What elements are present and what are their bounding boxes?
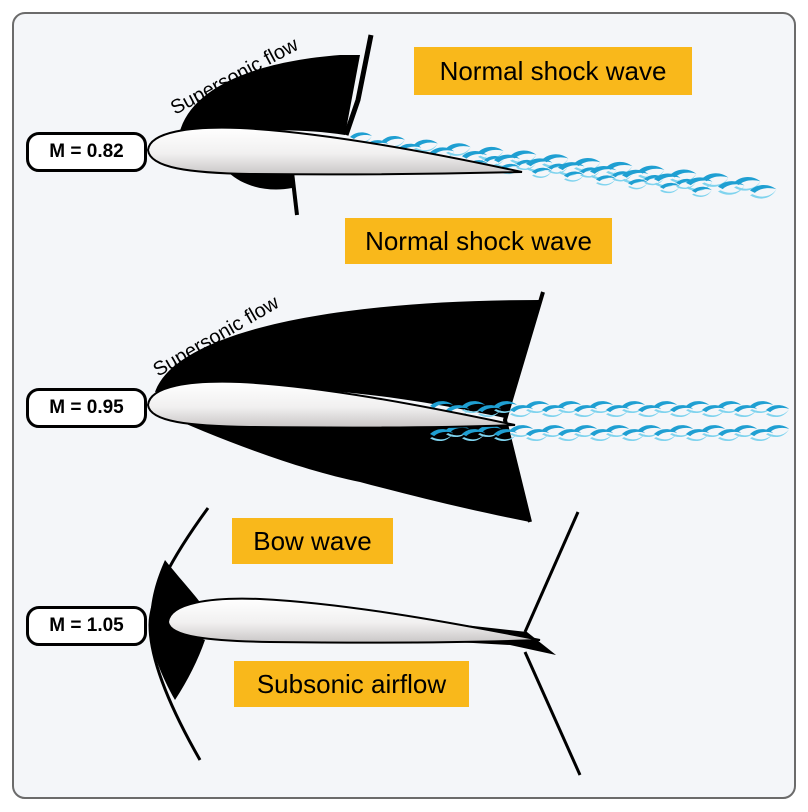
supersonic-region-bottom [228, 172, 292, 190]
mach-number-badge: M = 1.05 [26, 606, 147, 646]
supersonic-region-top [155, 300, 540, 418]
normal-shock-line [502, 291, 545, 523]
supersonic-region-bottom [155, 410, 530, 522]
bow-wave-label: Bow wave [232, 518, 393, 564]
trailing-shock-upper [523, 511, 580, 633]
normal-shock-label: Normal shock wave [414, 47, 692, 95]
panel-m095: Supersonic flow [146, 291, 790, 523]
normal-shock-line [343, 34, 374, 136]
airfoil [146, 126, 523, 176]
trailing-shock-lower [523, 651, 582, 776]
mach-number-badge: M = 0.95 [26, 388, 147, 428]
airfoil [146, 380, 516, 429]
airfoil [166, 597, 541, 644]
mach-number-badge: M = 0.82 [26, 132, 147, 172]
panel-m105 [148, 507, 582, 776]
lower-shock-line [290, 171, 299, 216]
supersonic-region-top [178, 55, 360, 140]
normal-shock-label: Normal shock wave [345, 218, 612, 264]
subsonic-airflow-label: Subsonic airflow [234, 661, 469, 707]
